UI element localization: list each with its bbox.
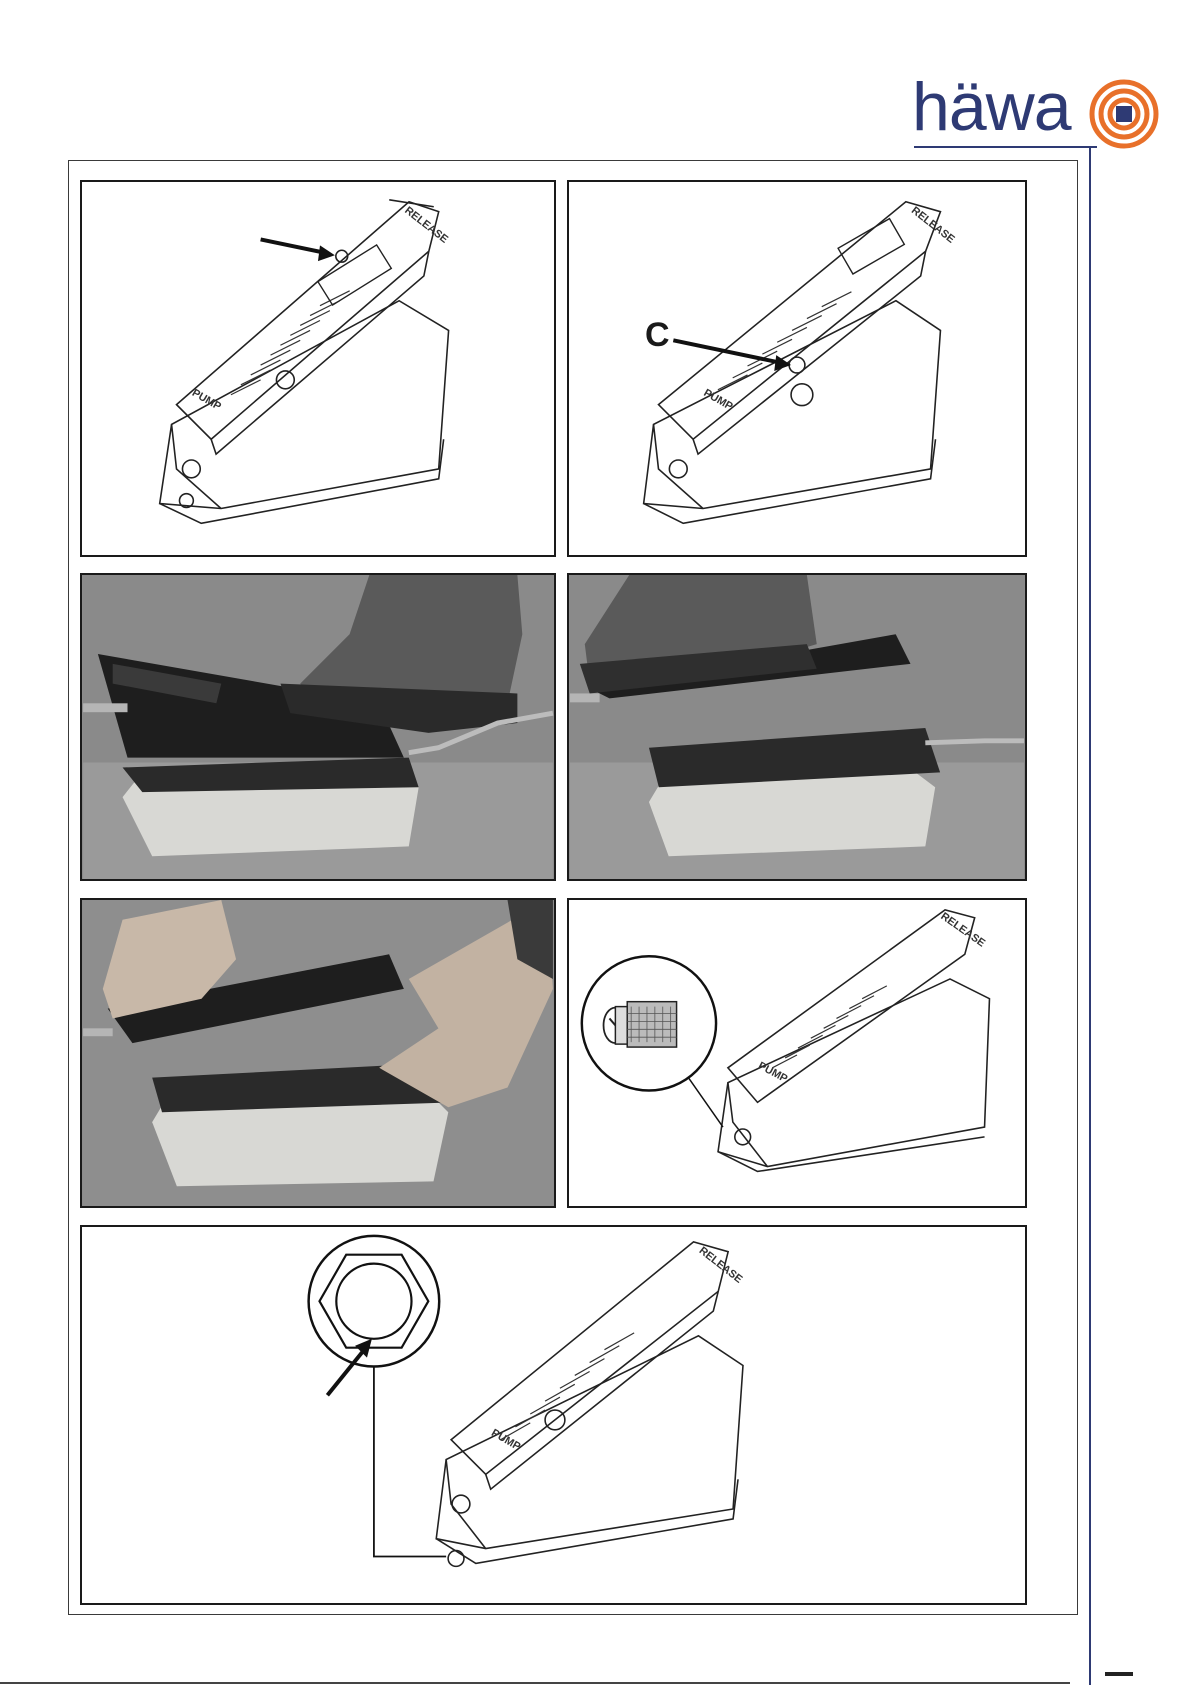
callout-c: C xyxy=(645,316,670,355)
pump-drawing-6: RELEASE PUMP xyxy=(569,900,1025,1206)
release-label: RELEASE xyxy=(938,910,987,949)
pump-drawing-7: RELEASE PUMP xyxy=(82,1227,1025,1603)
figure-panel-3-photo xyxy=(80,573,556,881)
brand-logo-mark xyxy=(1089,79,1159,149)
pump-label: PUMP xyxy=(756,1060,789,1085)
pump-label: PUMP xyxy=(190,387,223,413)
brand-underline xyxy=(914,146,1097,148)
photo-boot-release xyxy=(569,575,1025,879)
brand-name: häwa xyxy=(912,70,1071,144)
pump-drawing-1: RELEASE PUMP xyxy=(82,182,554,555)
arrow-icon xyxy=(261,239,335,261)
figure-panel-7: RELEASE PUMP xyxy=(80,1225,1027,1605)
page-footer-rule xyxy=(0,1682,1070,1684)
figure-panel-4-photo xyxy=(567,573,1027,881)
photo-hands-pedal xyxy=(82,900,554,1206)
photo-boot-pump xyxy=(82,575,554,879)
brand-logo: häwa xyxy=(912,76,1162,150)
page-side-rule xyxy=(1089,146,1091,1685)
figure-panel-6: RELEASE PUMP xyxy=(567,898,1027,1208)
hex-nut-icon xyxy=(309,1236,440,1367)
figure-panel-2: RELEASE PUMP C xyxy=(567,180,1027,557)
release-label: RELEASE xyxy=(402,205,450,246)
release-label: RELEASE xyxy=(909,205,957,246)
figure-panel-1: RELEASE PUMP xyxy=(80,180,556,557)
filter-screen-icon xyxy=(582,956,723,1127)
pump-drawing-2: RELEASE PUMP xyxy=(569,182,1025,555)
page-footer-tick xyxy=(1105,1672,1133,1676)
figure-panel-5-photo xyxy=(80,898,556,1208)
